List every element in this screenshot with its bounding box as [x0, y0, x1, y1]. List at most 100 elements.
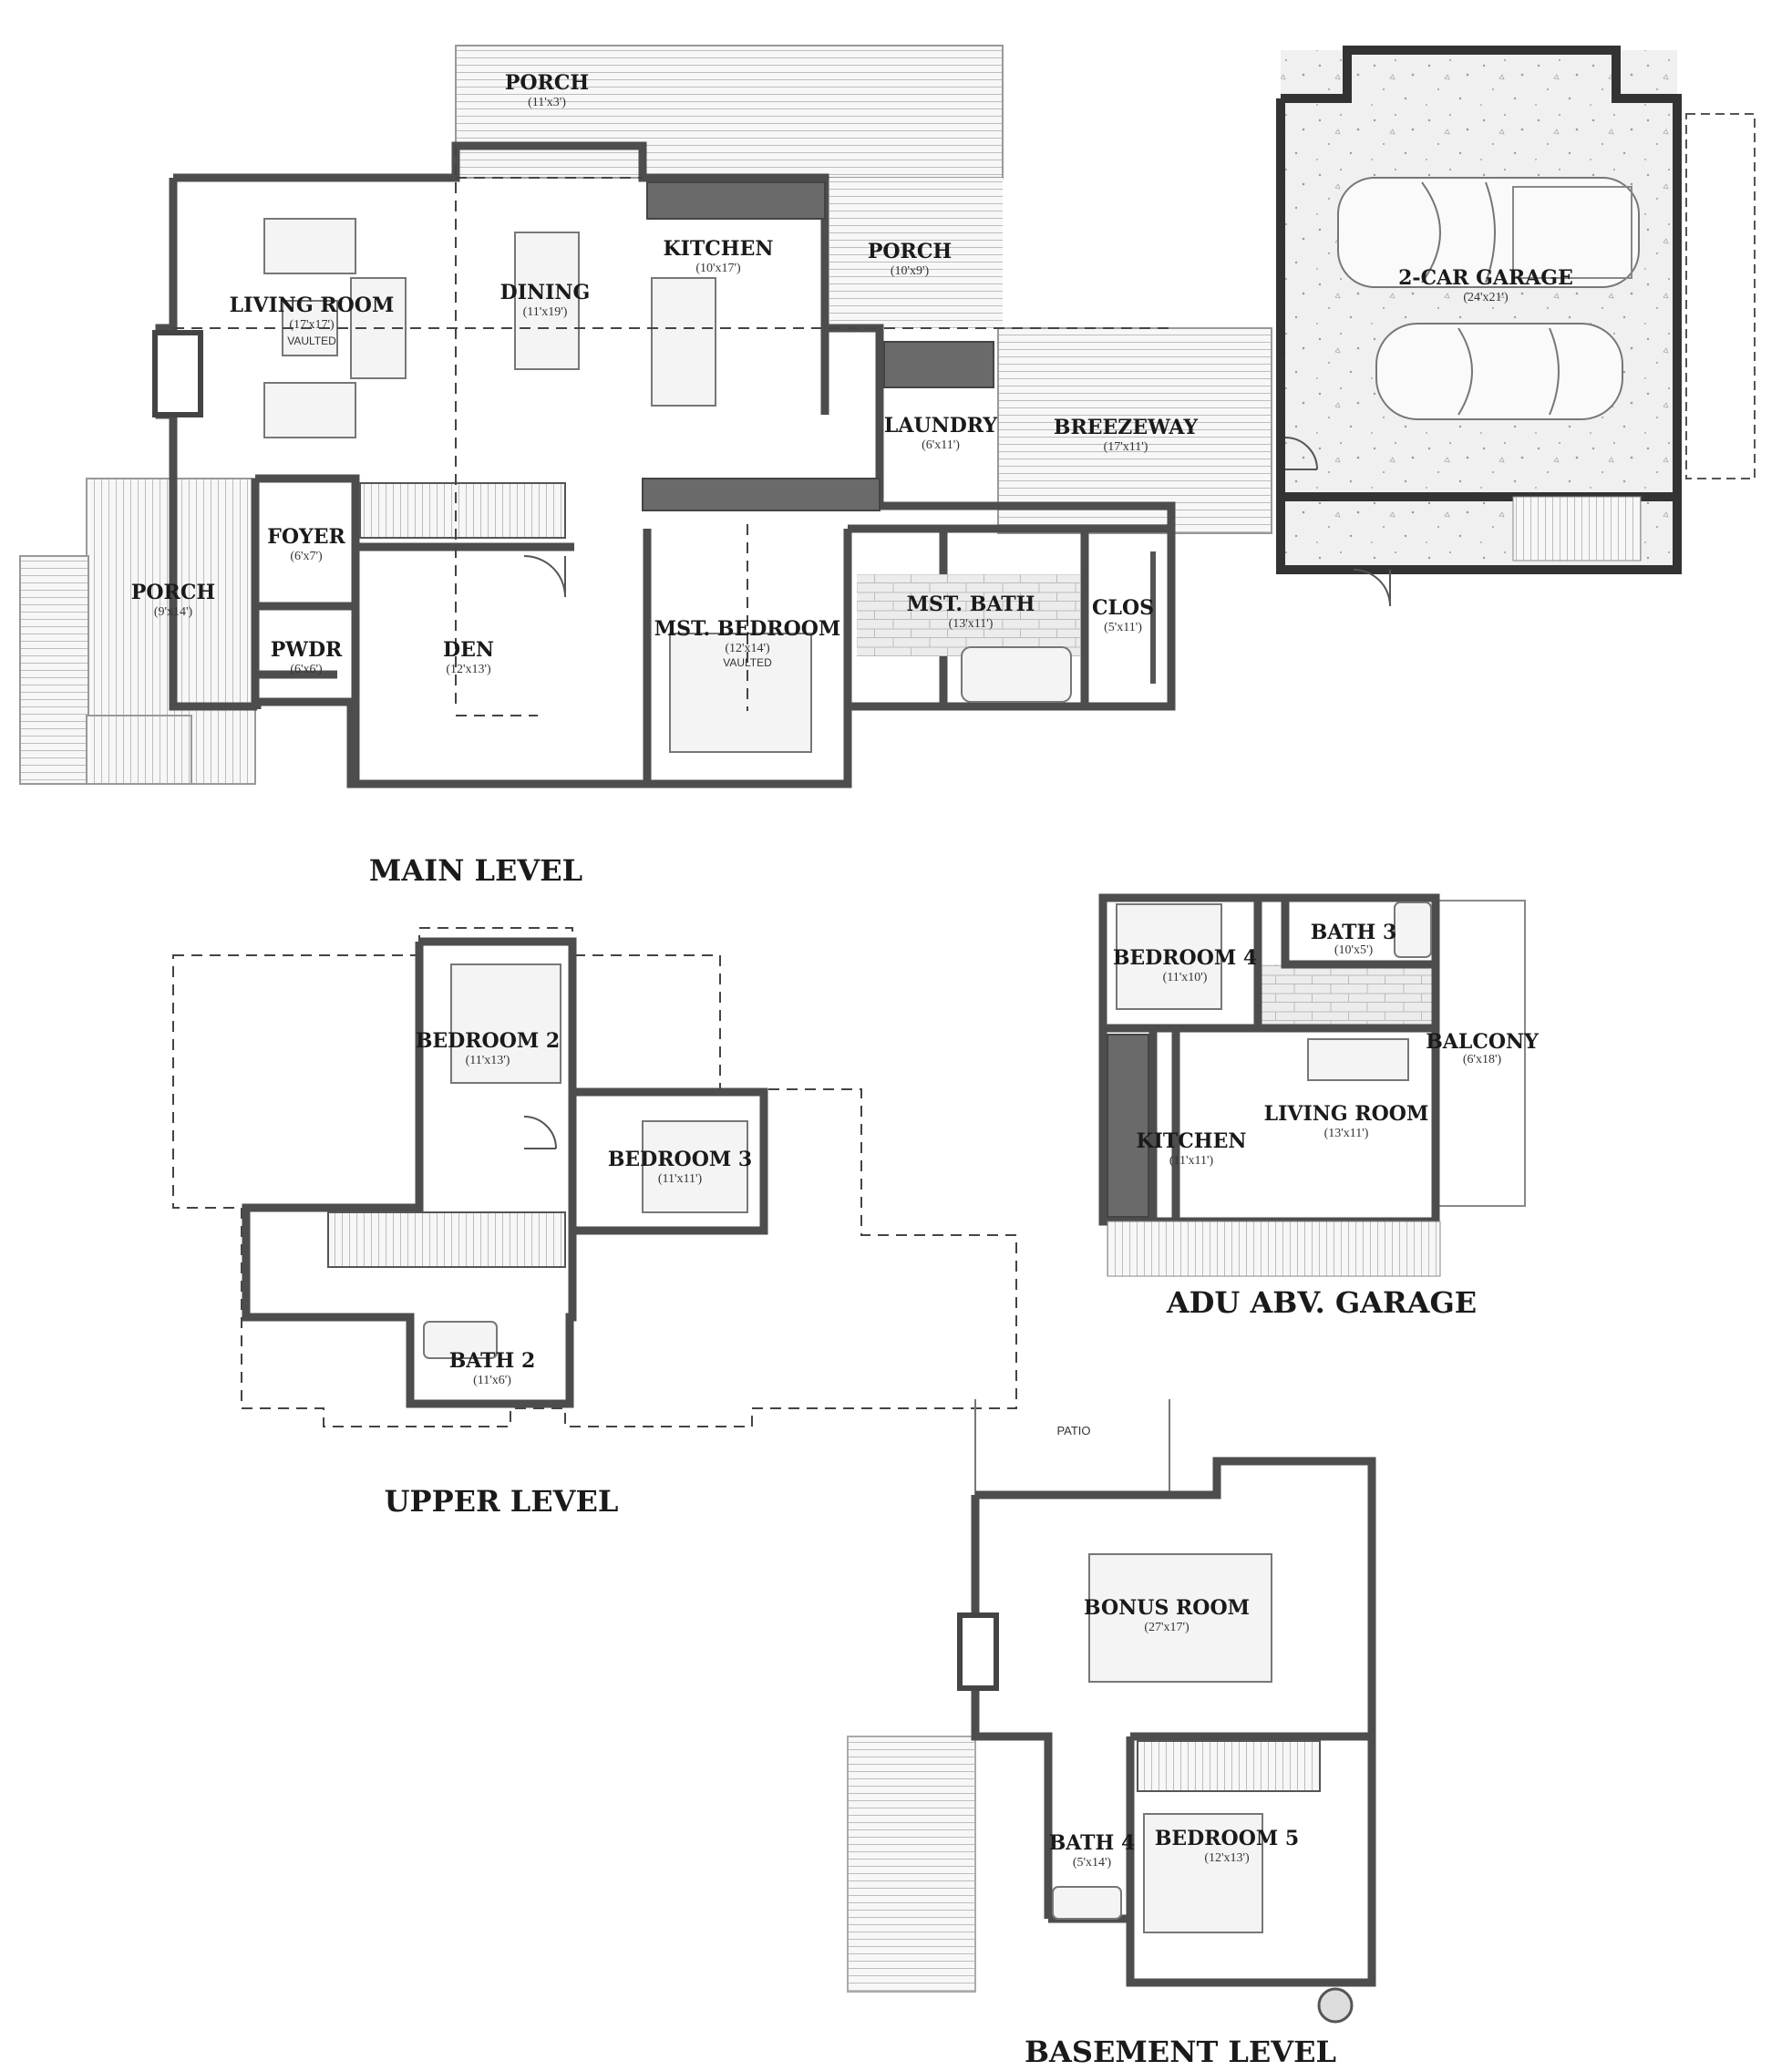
adu-level-plan: BEDROOM 4 (11'x10') BATH 3 (10'x5') BALC…: [1098, 893, 1539, 1320]
room-label: PORCH: [131, 581, 215, 604]
adu-level-title: ADU ABV. GARAGE: [1166, 1285, 1477, 1320]
room-dims: (6'x7'): [290, 550, 323, 563]
kitchen-back-counter: [642, 478, 881, 511]
room-dims: (11'x13'): [466, 1054, 510, 1067]
porch-bottom-steps: [86, 715, 192, 785]
room-dims: (17'x17'): [289, 318, 335, 332]
kitchen-counter: [646, 181, 826, 220]
basement-utility-icon: [1317, 1987, 1354, 2024]
laundry-machines: [883, 341, 994, 388]
basement-fireplace-icon: [957, 1612, 999, 1691]
bath4-tub-icon: [1052, 1886, 1122, 1920]
room-dims: (9'x14'): [154, 605, 193, 619]
room-dims: (10'x9'): [891, 264, 930, 278]
room-label: 2-CAR GARAGE: [1398, 266, 1573, 290]
room-label: KITCHEN: [664, 237, 774, 261]
room-dims: (12'x14'): [725, 642, 770, 655]
room-label: BONUS ROOM: [1084, 1596, 1250, 1620]
room-dims: (6'x6'): [290, 663, 323, 676]
room-dims: (6'x18'): [1463, 1053, 1502, 1066]
room-label: BEDROOM 3: [608, 1148, 752, 1171]
room-label: PORCH: [868, 240, 952, 263]
adu-bed-icon: [1116, 903, 1222, 1010]
room-label: BEDROOM 2: [416, 1029, 560, 1053]
basement-level-plan: PATIO BONUS ROOM (27'x17') BATH 4 (5'x14…: [847, 1399, 1376, 2069]
upper-level-plan: BEDROOM 2 (11'x13') BEDROOM 3 (11'x11') …: [172, 927, 1017, 1519]
living-room-furniture-icon: [263, 218, 407, 438]
room-label: BEDROOM 4: [1113, 946, 1257, 970]
bed5-bed-icon: [1143, 1813, 1263, 1933]
main-level-plan: PORCH (11'x3') LIVING ROOM (17'x17') VAU…: [19, 45, 1756, 888]
suv-car-icon: [1375, 323, 1623, 420]
garage-side-door-icon: [1353, 569, 1391, 607]
basement-stairs: [1137, 1740, 1321, 1792]
room-label: LIVING ROOM: [1264, 1102, 1429, 1126]
breezeway-floor: [997, 327, 1272, 534]
adu-tub-icon: [1394, 902, 1432, 958]
adu-sofa-icon: [1307, 1038, 1409, 1081]
room-dims: (10'x5'): [1334, 943, 1374, 957]
upper-stairs: [327, 1211, 566, 1268]
bonus-room-furniture-icon: [1088, 1553, 1272, 1683]
room-dims: (11'x10'): [1163, 971, 1208, 984]
upper-level-title: UPPER LEVEL: [385, 1484, 619, 1519]
dining-table-icon: [514, 232, 580, 370]
room-label: KITCHEN: [1137, 1129, 1247, 1153]
room-label: BALCONY: [1426, 1030, 1539, 1054]
porch-right-floor: [829, 178, 1003, 328]
room-dims: (24'x21'): [1463, 291, 1509, 304]
bed2-bed-icon: [450, 963, 561, 1084]
adu-stairs: [1107, 1221, 1441, 1277]
main-level-title: MAIN LEVEL: [369, 853, 582, 888]
fireplace-icon: [152, 330, 203, 417]
room-dims: (13'x11'): [949, 617, 994, 631]
bath2-tub-icon: [423, 1321, 498, 1359]
room-dims: (27'x17'): [1144, 1621, 1190, 1634]
room-dims: (11'x3'): [528, 96, 566, 109]
upper-exterior-walls: [242, 937, 768, 1408]
main-stairs: [359, 482, 566, 539]
vaulted-note: VAULTED: [287, 335, 336, 347]
vaulted-note: VAULTED: [723, 656, 772, 669]
room-dims: (12'x13'): [446, 663, 491, 676]
room-dims: (11'x11'): [658, 1172, 703, 1186]
kitchen-island: [651, 277, 716, 407]
adu-kitchen-counter: [1107, 1034, 1149, 1218]
bed3-bed-icon: [642, 1120, 748, 1213]
room-dims: (11'x19'): [523, 305, 568, 319]
master-tub-icon: [961, 646, 1072, 703]
room-dims: (12'x13'): [1204, 1851, 1250, 1865]
room-label: DEN: [443, 638, 494, 662]
room-dims: (5'x11'): [1104, 621, 1142, 634]
room-dims: (6'x11'): [922, 438, 960, 452]
room-label: DINING: [500, 281, 591, 304]
garage-floor: [1281, 50, 1677, 570]
room-dims: (10'x17'): [695, 262, 741, 275]
room-dims: (13'x11'): [1324, 1127, 1369, 1140]
room-label: BATH 4: [1049, 1831, 1136, 1855]
basement-level-title: BASEMENT LEVEL: [1025, 2035, 1336, 2069]
room-label: BATH 2: [449, 1349, 536, 1373]
porch-top-floor: [455, 45, 1004, 179]
foyer-door-icon: [1284, 437, 1318, 470]
garage-door-track: [1685, 113, 1756, 479]
master-bath-tile: [857, 574, 1080, 656]
pickup-truck-icon: [1337, 177, 1640, 288]
room-label: BEDROOM 5: [1155, 1827, 1299, 1850]
garage-walls: [1276, 46, 1682, 574]
room-dims: (5'x14'): [1073, 1856, 1112, 1870]
master-bed-icon: [669, 633, 812, 753]
den-door-icon: [523, 555, 566, 598]
room-label: PORCH: [505, 71, 589, 95]
room-label: MST. BATH: [907, 592, 1035, 616]
room-label: FOYER: [267, 525, 345, 549]
room-dims: (17'x11'): [1104, 440, 1148, 454]
room-label: BREEZEWAY: [1054, 416, 1199, 439]
room-dims: (11'x6'): [473, 1374, 511, 1387]
basement-exterior-steps: [847, 1736, 976, 1993]
room-label: PWDR: [271, 638, 343, 662]
garage-steps: [1512, 496, 1642, 562]
room-label: MST. BEDROOM: [654, 617, 841, 641]
adu-tiled-hall: [1260, 964, 1437, 1028]
